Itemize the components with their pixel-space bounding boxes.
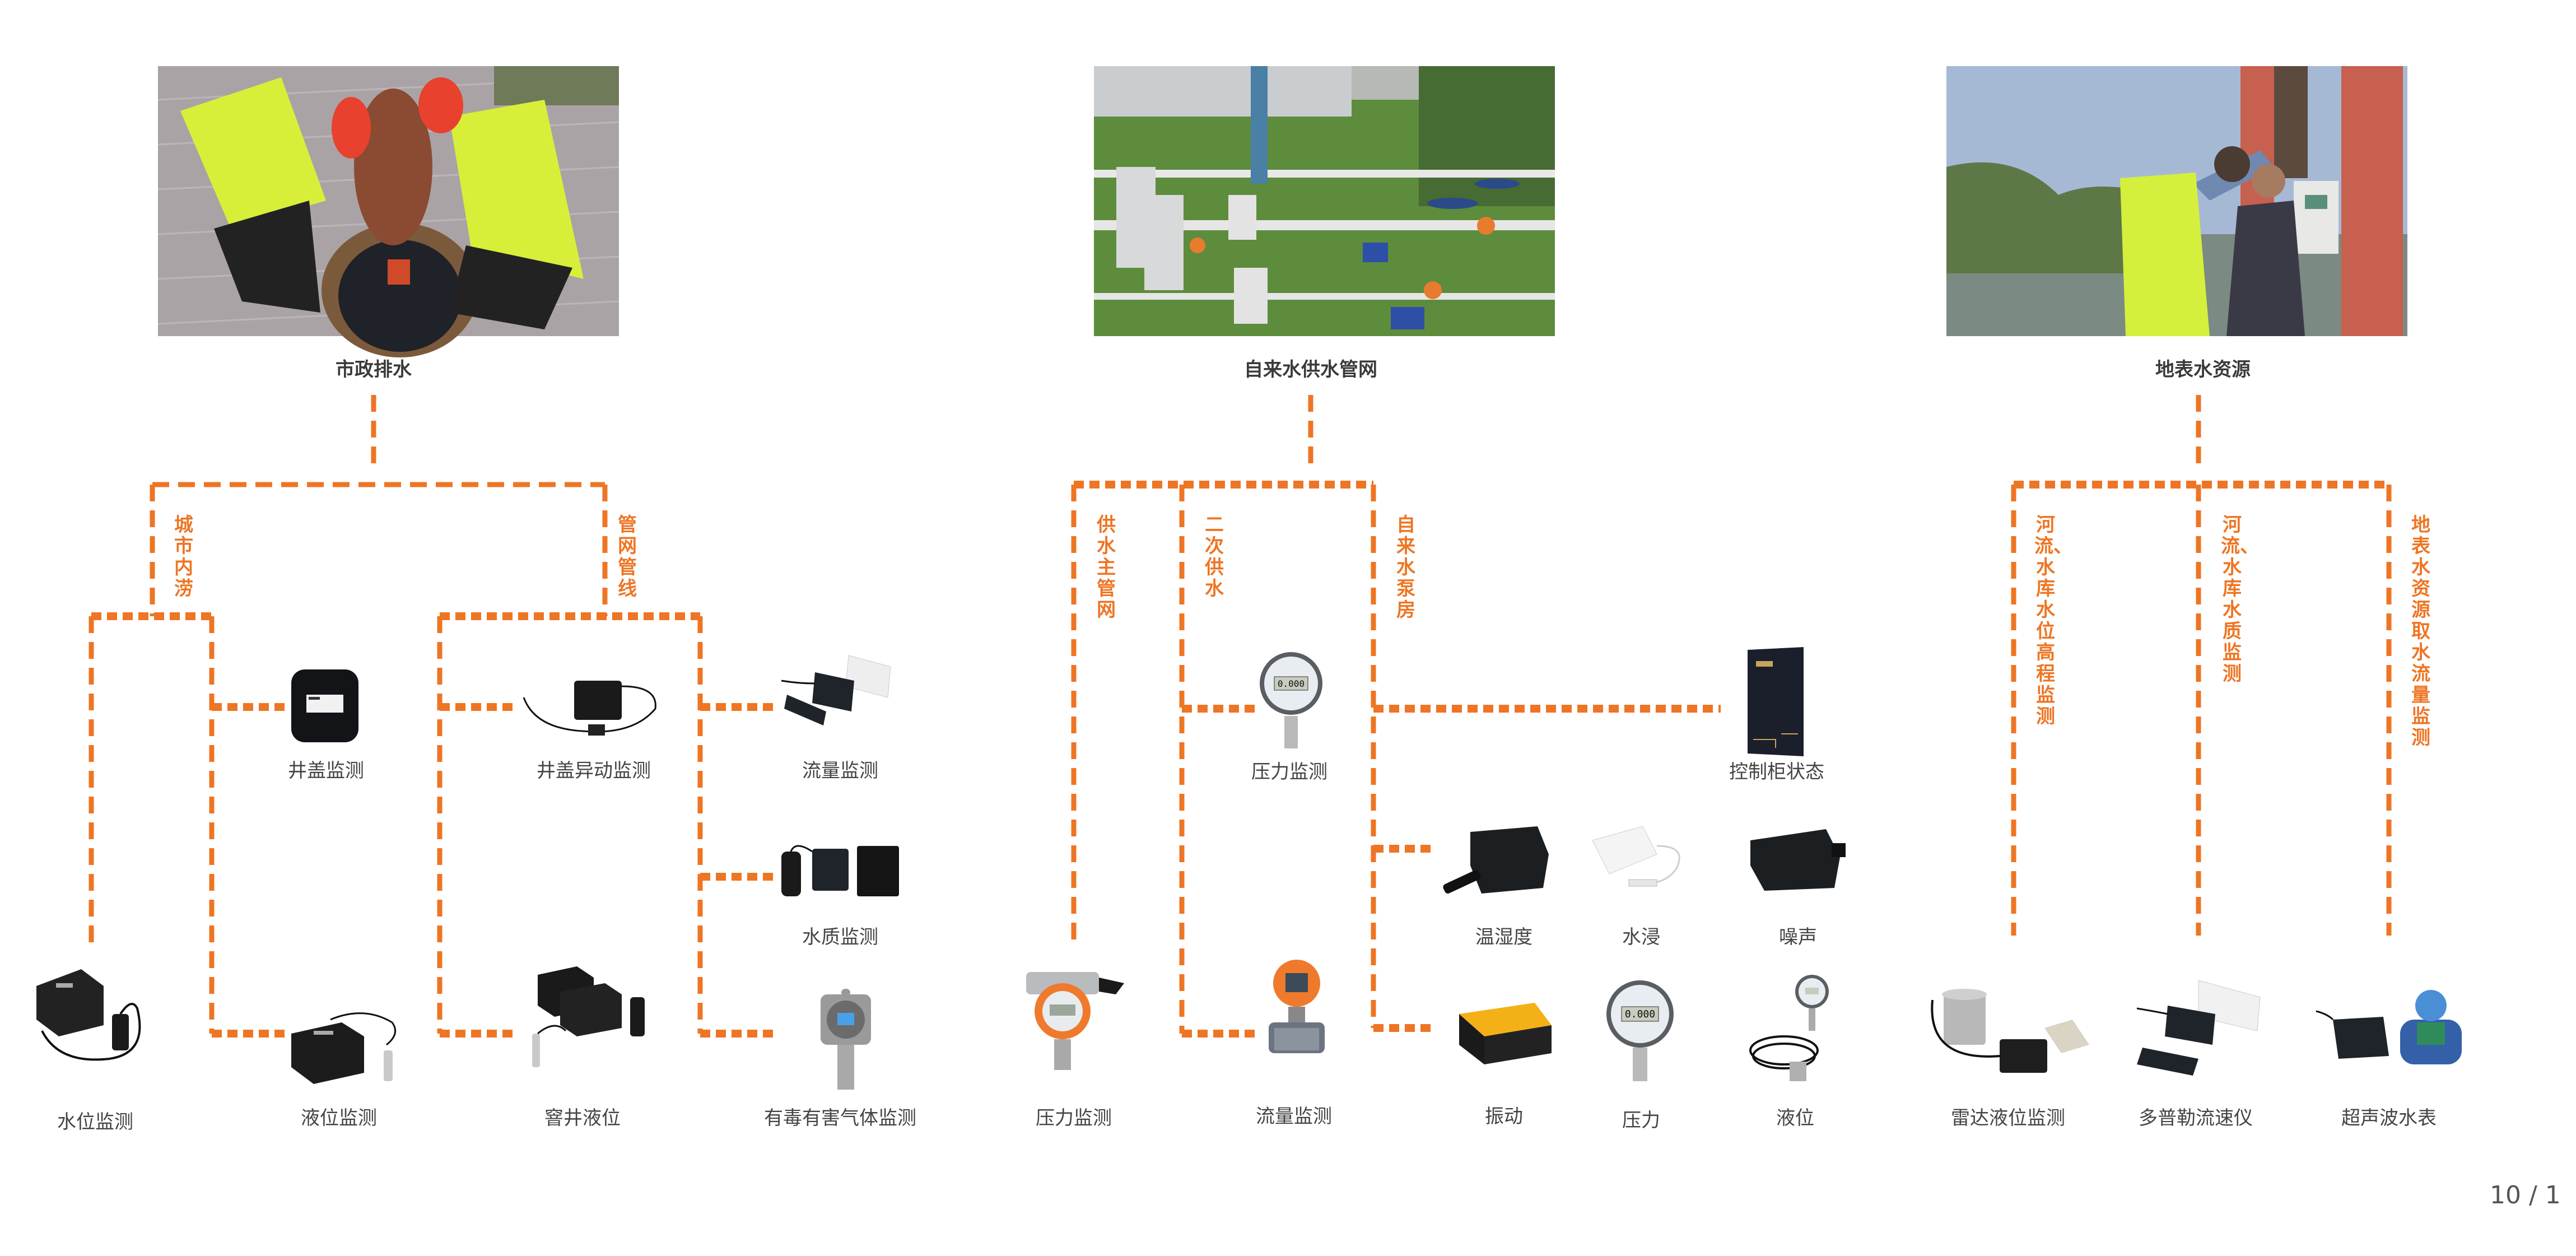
device-label-water-leak: 水浸 <box>1622 926 1660 948</box>
device-label-level: 液位 <box>1776 1107 1814 1129</box>
ultrasonic-water-level-sensor-icon <box>36 969 141 1061</box>
device-label-manhole-movement: 井盖异动监测 <box>537 760 651 782</box>
branch-label-pump-house: 自来水泵房 <box>1396 514 1415 621</box>
noise-sensor-icon <box>1750 829 1846 891</box>
device-label-radar-level: 雷达液位监测 <box>1951 1107 2065 1129</box>
control-cabinet-icon <box>1748 647 1804 756</box>
device-label-temp-humidity: 温湿度 <box>1475 926 1532 948</box>
device-label-liquid-level: 液位监测 <box>301 1107 377 1129</box>
radar-level-sensor-icon <box>1931 989 2089 1073</box>
section-title-water-supply: 自来水供水管网 <box>1244 359 1377 381</box>
section-2-lines <box>1071 395 1721 1038</box>
pressure-level-sensor-icon <box>291 1012 397 1084</box>
section-title-surface-water: 地表水资源 <box>2155 359 2251 381</box>
branch-label-pipe-network: 管网管线 <box>618 514 637 600</box>
section-1-lines <box>88 395 776 1038</box>
gas-detector-icon <box>821 989 871 1090</box>
branch-label-secondary-supply: 二次供水 <box>1205 514 1224 600</box>
ultrasonic-water-meter-icon <box>2316 990 2462 1064</box>
temp-humidity-sensor-icon <box>1443 826 1549 894</box>
device-label-flow: 流量监测 <box>802 760 878 782</box>
device-label-secondary-pressure: 压力监测 <box>1251 761 1327 783</box>
section-title-municipal-drainage: 市政排水 <box>336 359 412 381</box>
device-label-noise: 噪声 <box>1779 926 1817 948</box>
photo-surface-water-resources <box>1946 66 2407 336</box>
device-label-control-cabinet: 控制柜状态 <box>1729 761 1824 783</box>
pressure-transmitter-icon <box>1026 972 1124 1070</box>
device-label-pressure: 压力 <box>1622 1109 1660 1132</box>
branch-label-intake-flow: 地表水资源取水流量监测 <box>2411 514 2430 749</box>
device-label-manhole-cover: 井盖监测 <box>288 760 364 782</box>
branch-label-city-flooding: 城市内涝 <box>174 514 193 600</box>
well-level-sensor-icon <box>532 966 645 1067</box>
page-number: 10 / 1 <box>2490 1181 2561 1210</box>
branch-label-level-elevation: 河流、水库水位高程监测 <box>2034 514 2072 728</box>
photo-water-supply-network <box>1094 66 1555 336</box>
svg-text:0.000: 0.000 <box>1278 678 1305 689</box>
manhole-movement-sensor-icon <box>523 681 656 736</box>
digital-pressure-gauge-icon: 0.000 <box>1606 980 1674 1081</box>
device-label-water-level: 水位监测 <box>57 1111 133 1133</box>
water-leak-sensor-icon <box>1592 826 1680 887</box>
flow-meter-icon <box>781 655 891 725</box>
doppler-flow-meter-icon <box>2136 980 2261 1076</box>
water-quality-probe-icon <box>781 845 899 896</box>
device-label-water-quality: 水质监测 <box>802 926 878 948</box>
vibration-sensor-icon <box>1459 1003 1552 1064</box>
section-3-lines <box>2011 395 2392 936</box>
digital-pressure-gauge-icon: 0.000 <box>1260 652 1322 748</box>
device-label-vibration: 振动 <box>1485 1105 1523 1128</box>
manhole-cover-sensor-icon <box>291 669 358 742</box>
level-gauge-icon <box>1749 975 1829 1081</box>
electromagnetic-flowmeter-icon <box>1269 960 1325 1053</box>
device-label-secondary-flow: 流量监测 <box>1256 1105 1332 1128</box>
device-label-doppler: 多普勒流速仪 <box>2139 1107 2253 1129</box>
branch-label-main-network: 供水主管网 <box>1097 514 1116 621</box>
svg-text:0.000: 0.000 <box>1625 1008 1655 1020</box>
photo-municipal-drainage <box>157 66 619 357</box>
device-label-main-pressure: 压力监测 <box>1036 1107 1112 1129</box>
branch-label-water-quality: 河流、水库水质监测 <box>2221 514 2259 685</box>
device-label-ultrasonic-meter: 超声波水表 <box>2341 1107 2437 1129</box>
device-label-well-level: 窨井液位 <box>544 1107 621 1129</box>
device-label-toxic-gas: 有毒有害气体监测 <box>764 1107 916 1129</box>
